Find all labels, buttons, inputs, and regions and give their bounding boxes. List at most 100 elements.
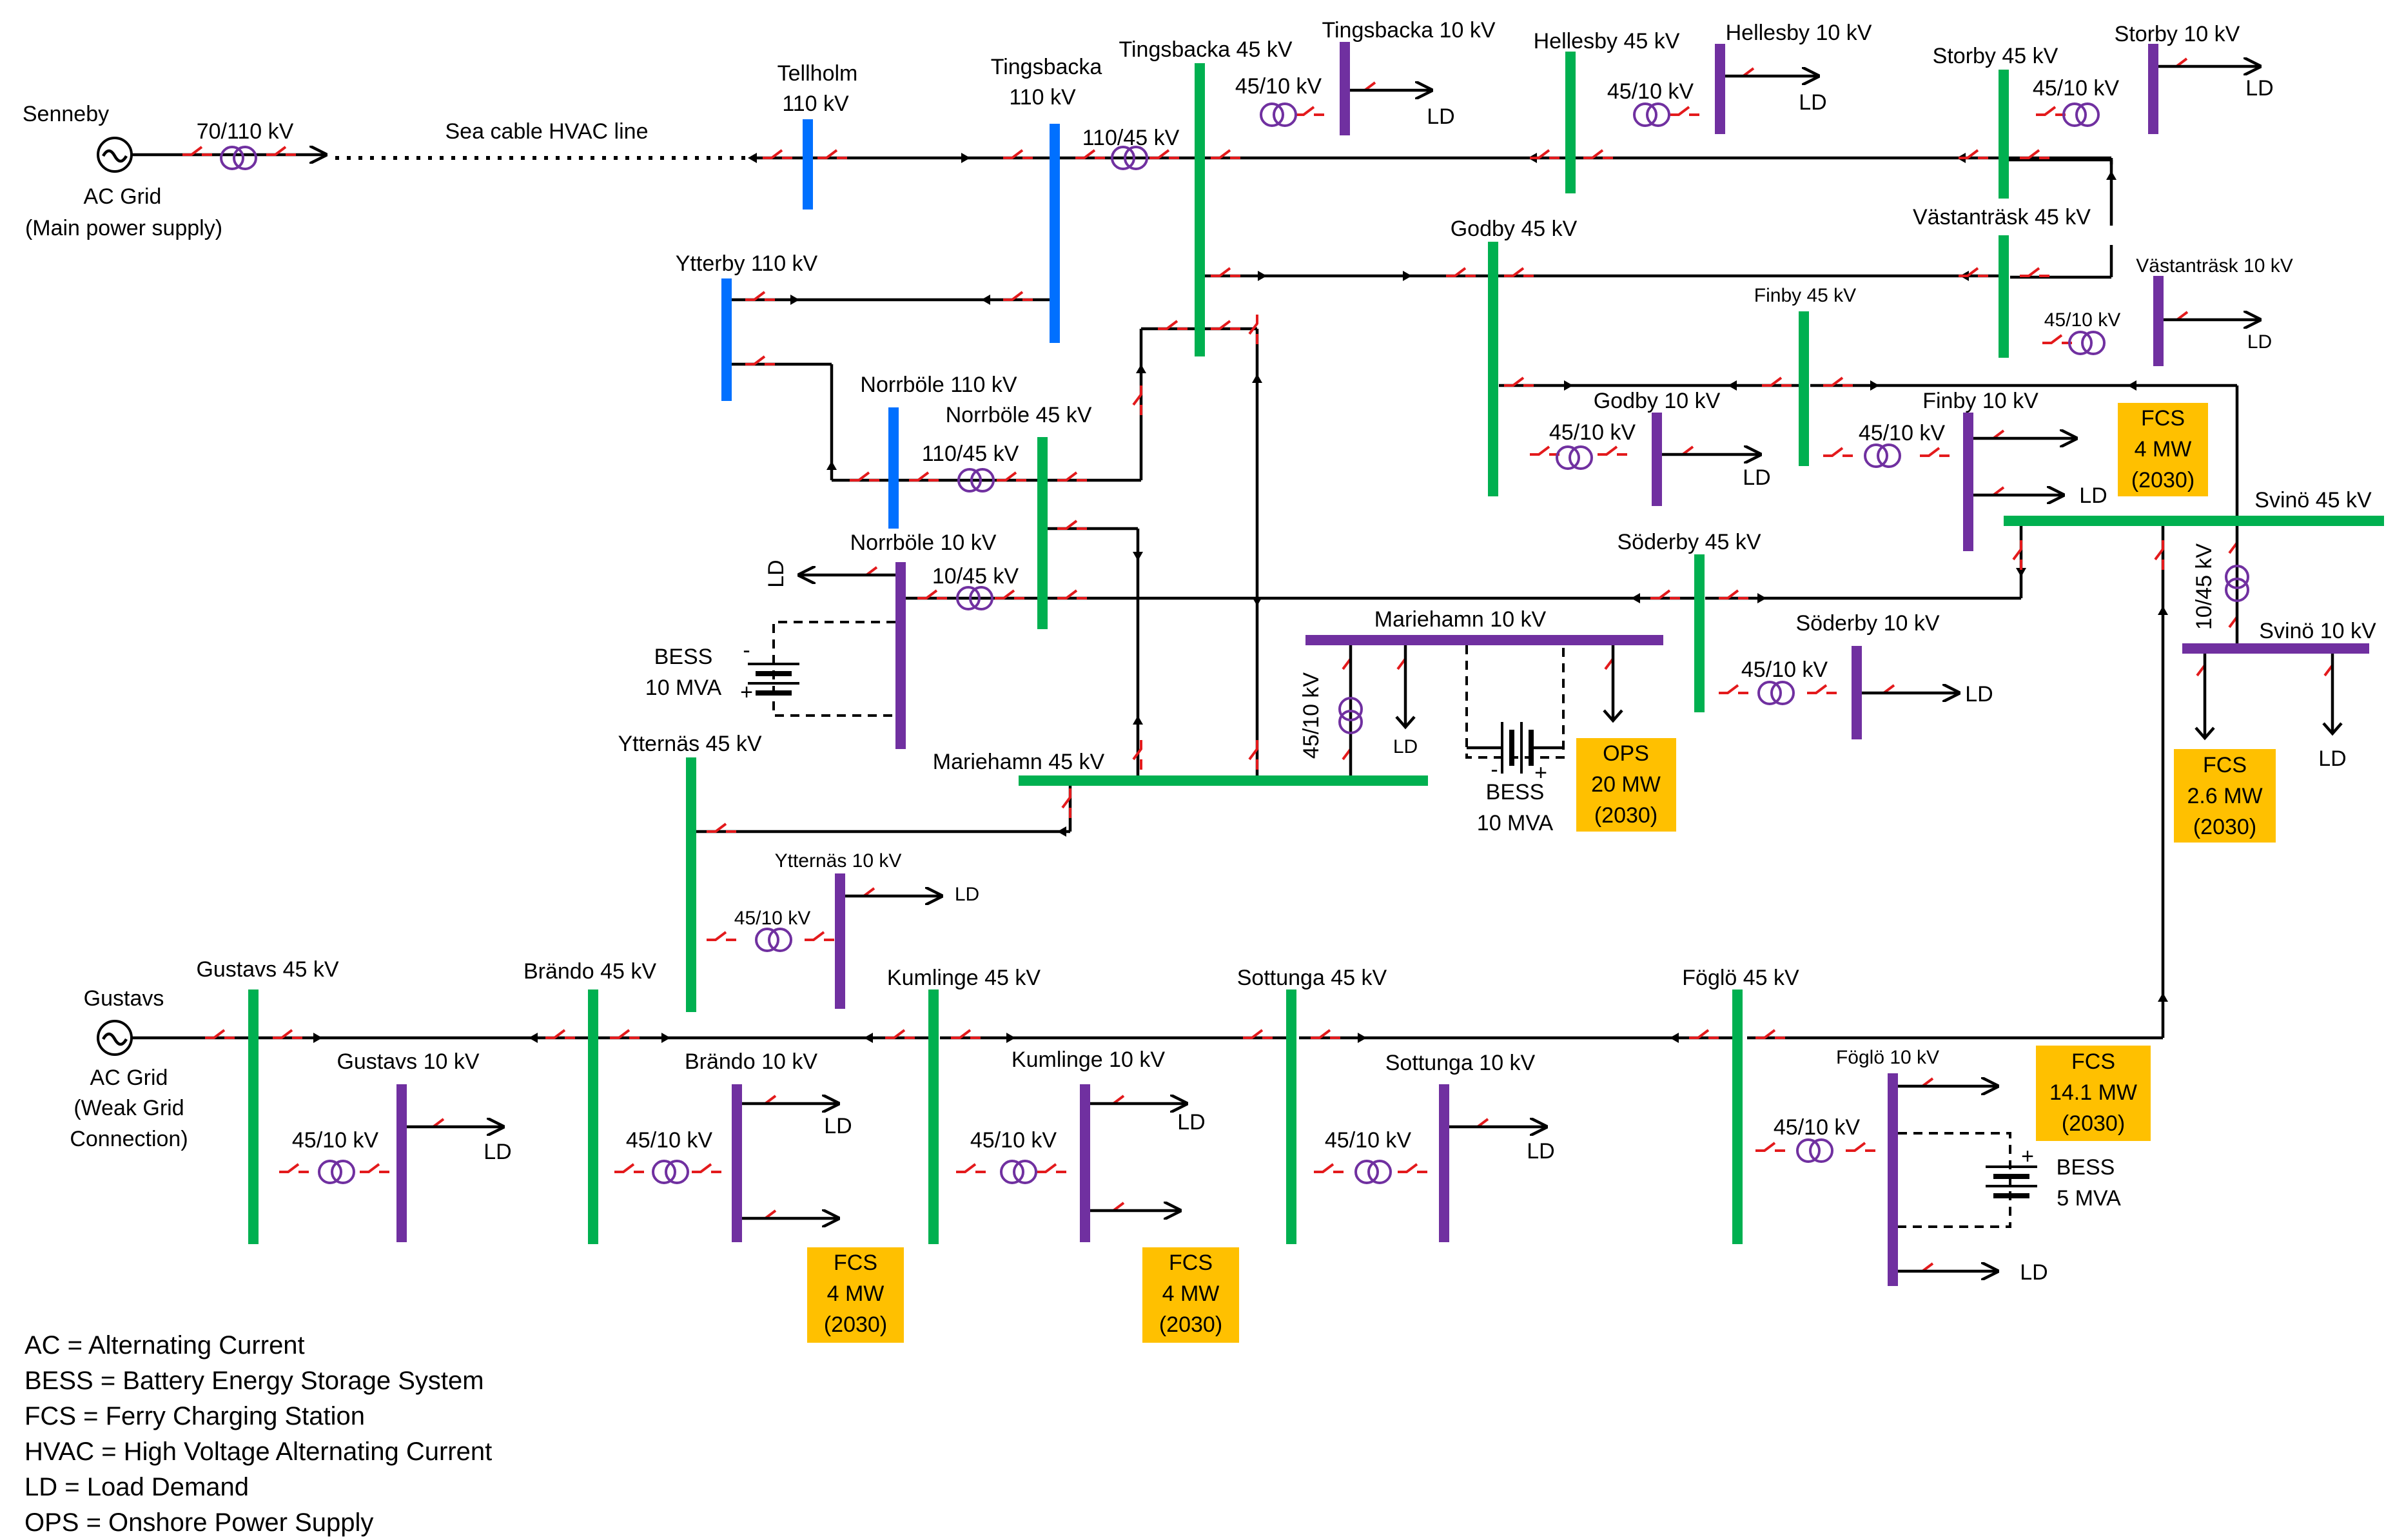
svg-text:Föglö 45 kV: Föglö 45 kV — [1682, 966, 1799, 990]
svg-text:FCS: FCS — [1169, 1251, 1213, 1275]
transformer-icon — [2068, 331, 2106, 355]
ac-grid-gustavs — [97, 1020, 133, 1056]
svg-text:(2030): (2030) — [2131, 468, 2195, 492]
svg-text:Ytternäs 45 kV: Ytternäs 45 kV — [618, 732, 761, 756]
svg-text:4 MW: 4 MW — [2135, 437, 2192, 462]
svg-text:Söderby 45 kV: Söderby 45 kV — [1617, 530, 1761, 554]
breaker-switch-icon — [1158, 320, 1188, 330]
svg-text:45/10 kV: 45/10 kV — [1741, 658, 1828, 682]
breaker-switch-icon — [745, 355, 775, 366]
svg-text:45/10 kV: 45/10 kV — [1235, 74, 1322, 99]
bus-brando-45 — [588, 989, 598, 1244]
svg-text:Föglö 10 kV: Föglö 10 kV — [1836, 1047, 1939, 1068]
breaker-switch-icon — [1959, 149, 1988, 159]
bus-kumlinge-10 — [1080, 1084, 1090, 1242]
breaker-switch-icon — [1211, 149, 1240, 159]
bess-symbol-foglo — [1986, 1165, 2037, 1198]
svg-text:Sottunga 10 kV: Sottunga 10 kV — [1385, 1051, 1536, 1075]
ac-grid-senneby — [97, 137, 133, 173]
breaker-switch-icon — [2020, 267, 2049, 277]
bus-brando-10 — [732, 1084, 742, 1242]
bus-gustavs-10 — [396, 1084, 407, 1242]
breaker-switch-icon — [1057, 471, 1087, 482]
bus-svino-45 — [2004, 516, 2384, 526]
grid-gustavs-type: AC Grid — [90, 1066, 168, 1090]
breaker-switch-icon — [2020, 149, 2049, 159]
transformer-icon — [1111, 146, 1148, 170]
bus-finby-45 — [1799, 311, 1809, 466]
svg-text:Sottunga 45 kV: Sottunga 45 kV — [1237, 966, 1387, 990]
bus-tingsbacka-10 — [1340, 42, 1350, 135]
bus-soderby-10 — [1852, 646, 1862, 739]
svg-text:BESS: BESS — [1486, 780, 1545, 804]
transformer-icon — [1338, 697, 1363, 734]
breaker-switch-icon — [1650, 589, 1680, 599]
svg-text:LD: LD — [1177, 1110, 1205, 1135]
breaker-switch-icon — [1583, 149, 1613, 159]
svg-text:Tingsbacka 10 kV: Tingsbacka 10 kV — [1322, 18, 1496, 43]
svg-text:Finby 45 kV: Finby 45 kV — [1754, 285, 1856, 306]
bus-storby-10 — [2148, 44, 2158, 134]
svg-text:Söderby 10 kV: Söderby 10 kV — [1795, 611, 1939, 636]
svg-text:Kumlinge 45 kV: Kumlinge 45 kV — [887, 966, 1041, 990]
breaker-switch-icon — [1504, 376, 1534, 387]
svg-text:45/10 kV: 45/10 kV — [292, 1128, 379, 1153]
bus-ytterby-110 — [721, 278, 732, 401]
breaker-switch-icon — [1807, 684, 1837, 694]
breaker-switch-icon — [1920, 447, 1950, 457]
svg-text:Tellholm: Tellholm — [777, 61, 858, 86]
svg-text:4 MW: 4 MW — [1162, 1282, 1220, 1306]
breaker-switch-icon — [1823, 447, 1853, 457]
transformer-icon — [1796, 1138, 1833, 1163]
breaker-switch-icon — [266, 146, 296, 156]
breaker-switch-icon — [817, 149, 847, 159]
breaker-switch-icon — [360, 1163, 389, 1173]
breaker-switch-icon — [1211, 267, 1240, 277]
bus-tingsbacka-45 — [1195, 63, 1205, 356]
transformer-icon — [755, 928, 792, 952]
transformer-icon — [1633, 102, 1670, 127]
bus-foglo-45 — [1732, 989, 1743, 1244]
svg-text:(2030): (2030) — [1594, 803, 1657, 828]
bus-tellholm-110 — [803, 119, 813, 210]
legend: AC = Alternating Current BESS = Battery … — [24, 1331, 492, 1537]
breaker-switch-icon — [1504, 267, 1534, 277]
svg-text:+: + — [740, 680, 753, 705]
transformer-icon — [1260, 102, 1297, 127]
legend-item-hvac: HVAC = High Voltage Alternating Current — [24, 1438, 492, 1466]
breaker-switch-icon — [1959, 267, 1988, 277]
load-feeders — [407, 66, 2343, 1271]
legend-item-bess: BESS = Battery Energy Storage System — [24, 1367, 484, 1395]
svg-text:OPS: OPS — [1603, 741, 1649, 766]
svg-text:Tingsbacka: Tingsbacka — [991, 55, 1102, 79]
bus-soderby-45 — [1694, 554, 1705, 712]
breaker-switch-icon — [614, 1163, 644, 1173]
fcs-foglo: FCS 14.1 MW (2030) — [2036, 1046, 2151, 1141]
transformer-icon — [220, 146, 257, 170]
breaker-switch-icon — [917, 589, 947, 599]
bus-vastantrask-45 — [1999, 235, 2009, 358]
breaker-switch-icon — [1311, 1029, 1340, 1039]
legend-item-ops: OPS = Onshore Power Supply — [24, 1508, 373, 1537]
transformer-icon — [1864, 443, 1901, 468]
breaker-switch-icon — [1149, 149, 1179, 159]
grid-gustavs-note1: (Weak Grid — [73, 1096, 184, 1120]
svg-text:45/10 kV: 45/10 kV — [626, 1128, 713, 1153]
svg-text:LD: LD — [955, 884, 979, 905]
breaker-switch-icon — [610, 1029, 640, 1039]
breaker-switch-icon — [1823, 376, 1853, 387]
svg-text:45/10 kV: 45/10 kV — [1774, 1115, 1861, 1140]
breaker-switch-icon — [1398, 1163, 1427, 1173]
svg-text:Hellesby 10 kV: Hellesby 10 kV — [1726, 21, 1872, 45]
svg-text:Tingsbacka 45 kV: Tingsbacka 45 kV — [1119, 37, 1293, 62]
bess-symbol-norrbole — [748, 663, 799, 696]
breaker-switch-icon — [956, 1163, 986, 1173]
transformers — [220, 102, 2249, 1184]
breaker-switch-icon — [1003, 291, 1033, 301]
bus-mariehamn-10 — [1305, 635, 1663, 645]
transformer-icon — [652, 1160, 689, 1184]
svg-text:FCS: FCS — [834, 1251, 877, 1275]
svg-text:(2030): (2030) — [2193, 815, 2256, 839]
breaker-switch-icon — [1132, 385, 1142, 415]
